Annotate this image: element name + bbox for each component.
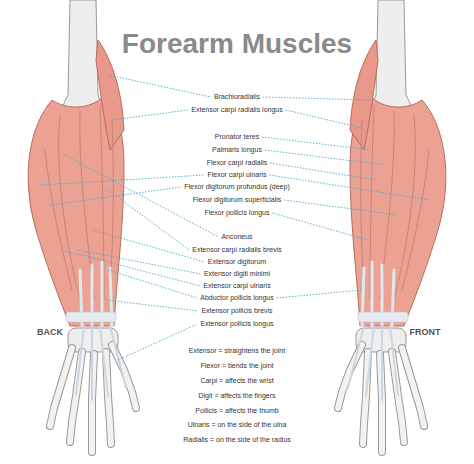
muscle-label: Extensor carpi radialis brevis bbox=[192, 246, 281, 254]
glossary-note: Flexor = bends the joint bbox=[201, 362, 274, 370]
view-label: FRONT bbox=[410, 328, 441, 338]
muscle-label: Abductor pollicis longus bbox=[200, 294, 274, 302]
muscle-label: Extensor digiti minimi bbox=[204, 270, 270, 278]
muscle-label: Palmaris longus bbox=[212, 146, 262, 154]
glossary-note: Ulnaris = on the side of the ulna bbox=[188, 421, 287, 429]
leader-line bbox=[263, 97, 370, 100]
leader-line bbox=[78, 250, 201, 274]
leader-line bbox=[65, 155, 218, 237]
view-label: BACK bbox=[37, 328, 63, 338]
leader-line bbox=[284, 200, 398, 215]
leader-line bbox=[92, 230, 205, 262]
leader-line bbox=[40, 175, 204, 185]
glossary-note: Pollicis = affects the thumb bbox=[195, 407, 278, 415]
leader-line bbox=[277, 290, 362, 298]
muscle-label: Extensor carpi radialis longus bbox=[191, 106, 282, 114]
front-arm bbox=[338, 0, 446, 452]
muscle-label: Brachioradialis bbox=[214, 93, 260, 101]
glossary-note: Radialis = on the side of the radius bbox=[183, 436, 291, 444]
muscle-label: Pronator teres bbox=[215, 133, 259, 141]
muscle-label: Flexor digitorum profundus (deep) bbox=[184, 183, 289, 191]
glossary-note: Carpi = affects the wrist bbox=[200, 377, 273, 385]
muscle-label: Extensor pollicis brevis bbox=[201, 307, 272, 315]
leader-line bbox=[118, 324, 197, 360]
muscle-label: Extensor pollicis longus bbox=[200, 320, 273, 328]
leader-line bbox=[265, 150, 385, 165]
leader-line bbox=[106, 300, 198, 311]
leader-line bbox=[270, 163, 376, 180]
leader-line bbox=[62, 250, 200, 286]
leader-line bbox=[270, 175, 430, 200]
muscle-label: Flexor carpi ulnaris bbox=[207, 171, 266, 179]
title: Forearm Muscles bbox=[122, 29, 352, 60]
glossary-note: Digit = affects the fingers bbox=[198, 392, 275, 400]
leader-line bbox=[112, 110, 188, 120]
leader-line bbox=[108, 270, 197, 298]
leader-line bbox=[262, 137, 372, 150]
muscle-label: Extensor carpi ulnaris bbox=[203, 282, 270, 290]
muscle-label: Anconeus bbox=[221, 233, 252, 241]
muscle-label: Flexor digitorum superficialis bbox=[193, 196, 282, 204]
back-arm bbox=[28, 0, 136, 452]
muscle-label: Extensor digitorum bbox=[208, 258, 266, 266]
muscle-label: Flexor carpi radialis bbox=[207, 159, 268, 167]
muscle-label: Flexor pollicis longus bbox=[205, 209, 270, 217]
leader-line bbox=[272, 213, 368, 240]
leader-line bbox=[108, 190, 189, 250]
leader-line bbox=[108, 75, 211, 97]
leader-line bbox=[286, 110, 362, 128]
glossary-note: Extensor = straightens the joint bbox=[189, 347, 285, 355]
